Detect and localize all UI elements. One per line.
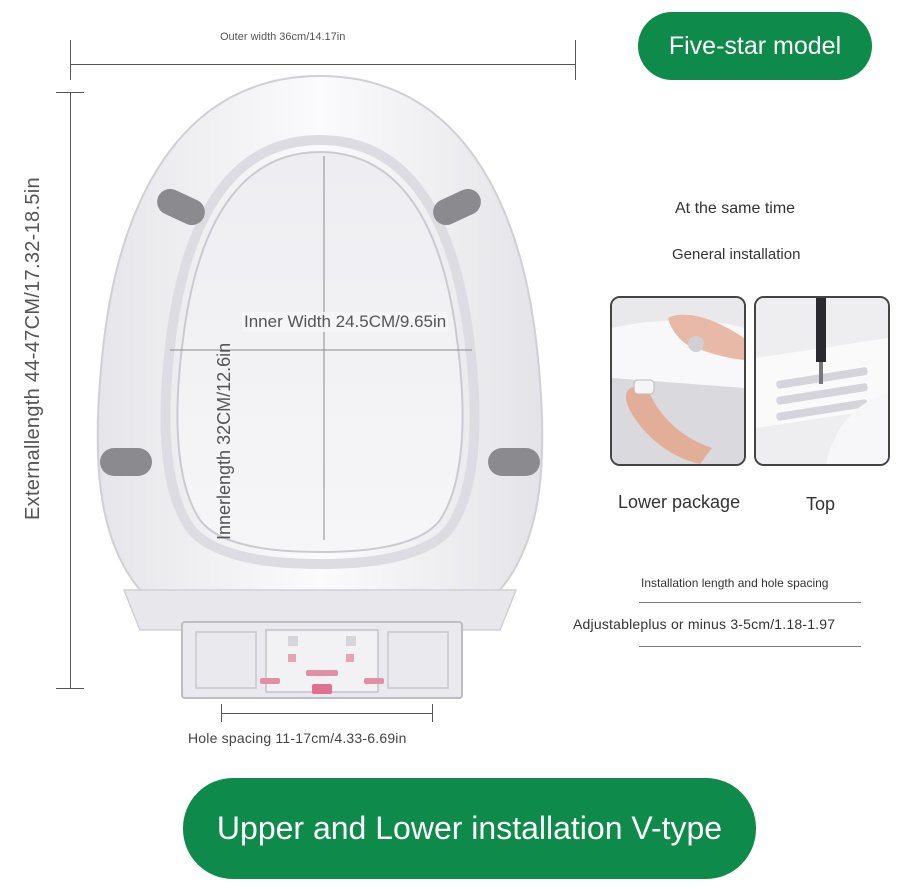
info-line-1: At the same time	[675, 200, 796, 217]
hole-spacing-line	[221, 713, 433, 714]
external-length-tick-top	[56, 92, 84, 93]
hole-spacing-tick-right	[432, 704, 433, 722]
lower-package-image	[612, 298, 744, 464]
install-divider-top	[639, 602, 861, 603]
inner-width-label: Inner Width 24.5CM/9.65in	[242, 312, 449, 332]
toilet-seat-illustration	[96, 74, 544, 699]
seat-pad	[488, 448, 540, 476]
external-length-tick-bottom	[56, 688, 84, 689]
external-length-label: Externallength 44-47CM/17.32-18.5in	[22, 177, 44, 520]
seat-pad	[157, 188, 205, 226]
installation-type-banner: Upper and Lower installation V-type	[183, 778, 756, 879]
external-length-line	[70, 92, 71, 689]
photo-lower-package	[610, 296, 746, 466]
install-divider-bottom	[639, 646, 861, 647]
outer-width-tick-right	[575, 40, 576, 80]
five-star-badge: Five-star model	[638, 12, 872, 80]
photo-top	[754, 296, 890, 466]
hole-spacing-tick-left	[221, 704, 222, 722]
info-line-2: General installation	[672, 246, 801, 263]
outer-width-line	[70, 64, 576, 65]
seat-inner-opening	[176, 150, 464, 554]
install-length-title: Installation length and hole spacing	[641, 576, 829, 590]
top-install-image	[756, 298, 888, 464]
outer-width-label: Outer width 36cm/14.17in	[220, 31, 346, 43]
inner-length-label: Innerlength 32CM/12.6in	[214, 342, 234, 540]
seat-pad	[433, 188, 481, 226]
photo-left-caption: Lower package	[618, 492, 741, 512]
outer-width-tick-left	[70, 40, 71, 80]
seat-pad	[100, 448, 152, 476]
hole-spacing-label: Hole spacing 11-17cm/4.33-6.69in	[188, 730, 407, 746]
photo-right-caption: Top	[806, 494, 836, 514]
install-length-value: Adjustableplus or minus 3-5cm/1.18-1.97	[573, 616, 836, 632]
